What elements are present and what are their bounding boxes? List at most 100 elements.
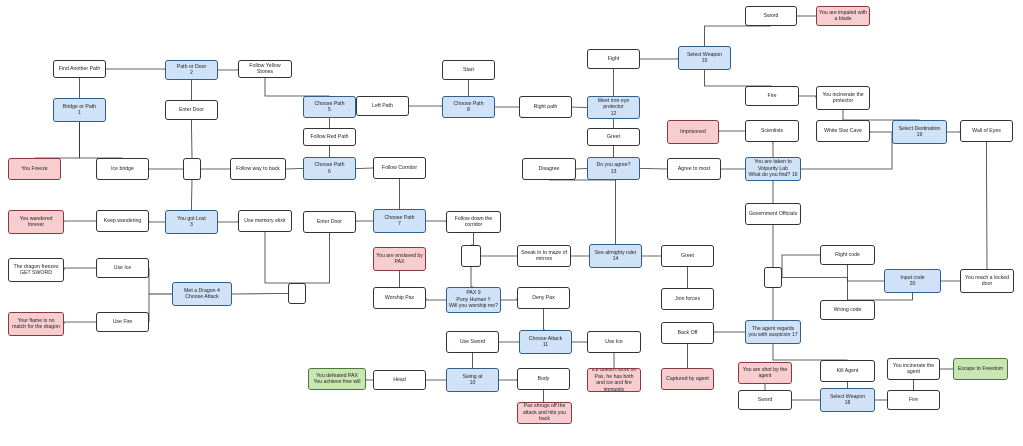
connector-select-weapon-15-to-sword-top (704, 25, 771, 46)
node-right-code: Right code (820, 245, 875, 265)
node-number: 10 (469, 380, 476, 386)
connector-keep-wandering-to-wandered-forever (63, 220, 96, 222)
node-defeated-pax: You defeated PAX You achieve free will (308, 368, 366, 390)
node-title: Join forces (674, 295, 701, 302)
node-title: The agent regards you with suspicion 17 (748, 325, 798, 339)
node-title: You are impaled with a blade (819, 9, 867, 23)
node-title: Kill Agent (836, 367, 859, 374)
node-number: 20 (909, 281, 916, 287)
node-imprisoned: Imprisoned (667, 120, 719, 144)
node-title: Select Destination (898, 125, 941, 132)
connector-follow-way-back-to-choose-path-6 (285, 168, 304, 170)
node-keep-wandering: Keep wandering (96, 210, 149, 232)
node-shot-by-agent: You are shot by the agent (738, 362, 792, 384)
node-flame-no-match: Your flame is no match for the dragon (8, 312, 64, 336)
node-greet-12: Greet (587, 128, 640, 146)
node-head: Head (373, 370, 426, 390)
connector-choose-path-7-to-enter-door-mid (355, 220, 373, 222)
node-escape-freedom: Escape to Freedom (953, 358, 1008, 380)
connector-you-got-lost-to-keep-wandering (148, 221, 165, 223)
connector-use-memory-elixir-to-junction-b (264, 232, 297, 284)
node-enter-door-mid: Enter Door (303, 211, 356, 233)
node-title: Imprisoned (680, 128, 706, 135)
node-title: Start (463, 66, 474, 73)
node-use-fire-left: Use Fire (96, 312, 149, 332)
node-ice-no-work: Ice doesn't work on Pax, he has both and… (587, 368, 641, 392)
node-title: Wrong code (833, 306, 862, 313)
node-title: Path or Door (176, 63, 207, 70)
node-worship-pax: Worship Pax (373, 287, 426, 309)
node-left-path: Left Path (356, 96, 409, 116)
node-right-path: Right path (519, 96, 572, 118)
node-title: Your flame is no match for the dragon (12, 317, 60, 331)
node-dragon-freezes: The dragon freezes GET SWORD (8, 258, 64, 282)
node-title: Back Off (677, 329, 698, 336)
node-number: 13 (610, 168, 617, 175)
connector-do-you-agree-to-agree-most (639, 168, 668, 170)
connector-use-fire-left-to-flame-no-match (63, 321, 96, 324)
node-title: Wall of Eyes (972, 127, 1001, 134)
node-number: 12 (610, 110, 617, 117)
node-title: Sneak in to maze of mirrors (521, 249, 567, 263)
node-title: Swing at (462, 373, 483, 380)
node-back-off: Back Off (661, 322, 714, 344)
node-follow-yellow-stones: Follow Yellow Stones (238, 60, 292, 78)
node-title: You incinerate the agent (892, 362, 935, 376)
node-title: Right path (533, 103, 558, 110)
node-number: 7 (398, 221, 401, 227)
connector-taken-to-volpurity-to-select-destination (801, 132, 893, 170)
node-fire-bottom: Fire (887, 390, 940, 410)
node-title: Use memory elixir (244, 217, 286, 224)
node-title: Deny Pax (532, 294, 555, 301)
connector-wrong-code-to-junction-d (782, 277, 848, 300)
node-scientists: Scientists (745, 120, 799, 142)
node-white-star-cave: White Star Cave (816, 120, 870, 142)
node-title: Follow Red Path (310, 133, 349, 140)
node-kill-agent: Kill Agent (820, 360, 875, 382)
node-disagree: Disagree (522, 158, 576, 180)
node-title: You are enslaved by PAX (376, 252, 423, 266)
node-you-freeze: You Freeze (8, 158, 61, 180)
node-number: 6 (328, 168, 331, 175)
node-title: You reach a locked door (965, 274, 1009, 288)
node-title: Follow Corridor (381, 164, 418, 171)
node-title: You defeated PAX You achieve free will (313, 372, 361, 386)
node-title: The dragon freezes GET SWORD (13, 263, 59, 277)
node-title: Input code (900, 274, 925, 281)
node-title: See almighty ruler (594, 249, 637, 256)
connector-junction-a-to-you-got-lost (191, 179, 193, 211)
node-title: You got Lost (177, 215, 206, 222)
node-government-officials: Government Officials (745, 203, 801, 225)
node-title: Fire (767, 92, 777, 99)
node-met-dragon: Met a Dragon 4 Choose Attack (172, 282, 232, 306)
node-enslaved-by-pax: You are enslaved by PAX (373, 247, 426, 271)
connector-agent-suspicion-to-back-off (713, 331, 745, 333)
node-title: Left Path (372, 102, 393, 109)
node-incinerate-protector: You incinerate the protector (816, 86, 870, 110)
node-title: Worship Pax (384, 294, 415, 301)
node-title: Fight (607, 55, 620, 62)
connector-see-almighty-ruler-to-disagree (549, 179, 616, 244)
node-title: Captured by agent (666, 375, 709, 382)
node-title: Choose Attack (528, 335, 563, 342)
connector-enter-door-mid-to-junction-b (297, 233, 330, 284)
node-fight: Fight (587, 49, 640, 69)
node-number: 15 (701, 58, 708, 64)
node-title: Pax shrugs off the attack and hits you b… (522, 403, 567, 423)
node-title: Bridge or Path (62, 103, 97, 110)
node-title: Choose Path (314, 100, 345, 107)
node-do-you-agree: Do you agree?13 (587, 157, 640, 180)
node-number: 19 (916, 132, 923, 138)
node-deny-pax: Deny Pax (517, 287, 570, 309)
node-captured-by-agent: Captured by agent (661, 368, 714, 390)
node-follow-down-corridor: Follow down the corridor (446, 211, 501, 233)
node-title: You are shot by the agent (742, 366, 788, 380)
